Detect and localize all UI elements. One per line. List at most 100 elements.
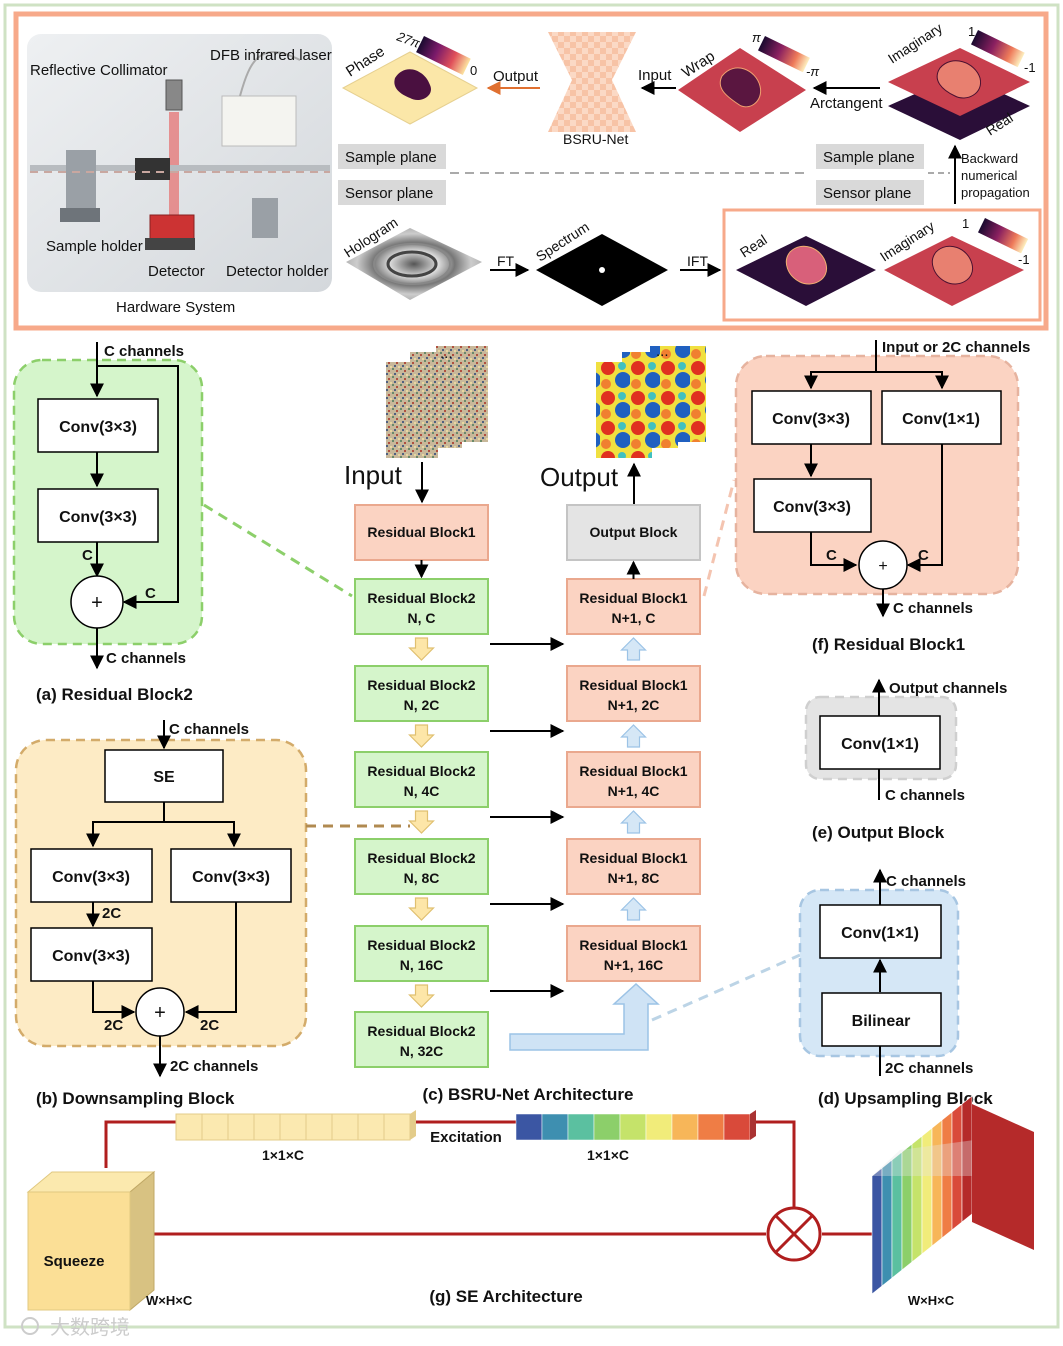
hologram-tile: [346, 228, 482, 300]
down-se-label: SE: [153, 769, 175, 786]
se-cube-slice-0: [871, 1167, 883, 1295]
rb2-conv2-label: Conv(3×3): [59, 509, 137, 526]
sample-plane-right-label: Sample plane: [823, 149, 915, 166]
se-squeeze-cell-1: [201, 1113, 229, 1141]
rb1-plus: +: [878, 558, 887, 575]
se-cube-slice-6: [931, 1119, 943, 1247]
se-squeeze-cell-7: [357, 1113, 385, 1141]
up-bilinear: [821, 992, 942, 1047]
outblk-conv-label: Conv(1×1): [841, 736, 919, 753]
decoder-block-2: [566, 665, 701, 722]
rb1-out-label: C channels: [893, 600, 973, 617]
decoder-block-4-channels: N+1, 8C: [608, 870, 660, 886]
se-excitation-label: Excitation: [430, 1129, 502, 1146]
watermark-logo-icon: [21, 1317, 39, 1335]
up-connector: [651, 953, 801, 1022]
scale-bot-min-label: -1: [1018, 252, 1030, 267]
encoder-block-3-title: Residual Block2: [367, 763, 475, 779]
bsru-output-label: Output: [540, 462, 619, 492]
down-conv-lower: [30, 927, 153, 982]
encoder-block-4-channels: N, 8C: [404, 870, 440, 886]
down-caption: (b) Downsampling Block: [36, 1089, 235, 1108]
rb1-conv3b: [753, 478, 872, 533]
bottom-colorbar: [977, 218, 1029, 254]
rb2-c-left: C: [82, 547, 93, 564]
sensor-plane-right-box: [816, 180, 924, 205]
se-squeeze-cell-2: [227, 1113, 255, 1141]
ft-label: FT: [497, 253, 515, 269]
encoder-block-0-title: Residual Block1: [367, 524, 475, 540]
bsru-net-icon: [548, 32, 636, 132]
backward-label-2: numerical: [961, 168, 1017, 183]
bsru-panel: ... Input ... Output Residual Block1Resi…: [344, 343, 706, 1104]
se-excitation-cell-1: [541, 1113, 569, 1141]
upsampling-panel: C channels Conv(1×1) Bilinear 2C channel…: [798, 868, 993, 1108]
decoder-block-1-channels: N+1, C: [612, 610, 656, 626]
backward-label-3: propagation: [961, 185, 1030, 200]
encoder-block-2-title: Residual Block2: [367, 677, 475, 693]
real-imag-box: [722, 208, 1042, 322]
down-mid-2c: 2C: [102, 905, 121, 922]
down-left-2c: 2C: [104, 1017, 123, 1034]
sample-plane-left-box: [338, 144, 446, 169]
rb1-c-left: C: [826, 547, 837, 564]
encoder-block-4-title: Residual Block2: [367, 850, 475, 866]
output-block-panel: Output channels Conv(1×1) C channels (e)…: [804, 678, 1007, 842]
pipeline-panel: Phase 27π 0 Output BSRU-Net Input Wrap π…: [338, 20, 1042, 322]
output-map-3: [650, 346, 706, 442]
rb1-conv1: [881, 390, 1002, 445]
up-out-label: C channels: [886, 873, 966, 890]
se-squeeze-cell-5: [305, 1113, 333, 1141]
output-label: Output: [493, 68, 539, 85]
sample-plane-right-box: [816, 144, 924, 169]
encoder-block-6-channels: N, 32C: [400, 1043, 444, 1059]
rb1-conv3a: [751, 390, 872, 445]
up-bilinear-label: Bilinear: [852, 1013, 911, 1030]
residual-block1-panel: Input or 2C channels Conv(3×3) Conv(1×1)…: [734, 339, 1030, 654]
rb1-conv3b-label: Conv(3×3): [773, 499, 851, 516]
downsample-arrow-4: [408, 897, 435, 921]
se-panel: Excitation 1×1×C 1×1×C Squeeze W×H×C W×H…: [26, 1095, 1034, 1312]
encoder-block-5-channels: N, 16C: [400, 957, 444, 973]
squeeze-cube: [27, 1191, 131, 1311]
se-excitation-cell-3: [593, 1113, 621, 1141]
rb2-conv1-label: Conv(3×3): [59, 419, 137, 436]
downsample-arrow-3: [408, 810, 435, 834]
upsample-arrow-4: [620, 810, 647, 834]
downsample-arrow-2: [408, 724, 435, 748]
decoder-block-5: [566, 925, 701, 982]
reflective-collimator-label: Reflective Collimator: [30, 62, 168, 79]
scale-top-max-label: 1: [968, 24, 975, 39]
down-conv-lower-label: Conv(3×3): [52, 948, 130, 965]
decoder-block-2-title: Residual Block1: [579, 677, 687, 693]
encoder-block-6-title: Residual Block2: [367, 1023, 475, 1039]
rb2-caption: (a) Residual Block2: [36, 685, 193, 704]
rb1-connector: [702, 479, 736, 597]
wrap-max-label: π: [752, 30, 761, 45]
encoder-block-2-channels: N, 2C: [404, 697, 440, 713]
down-out-label: 2C channels: [170, 1058, 258, 1075]
encoder-block-6: [354, 1011, 489, 1068]
encoder-block-1: [354, 578, 489, 635]
downsample-arrow-1: [408, 637, 435, 661]
se-whc-right-label: W×H×C: [908, 1293, 955, 1308]
up-conv-label: Conv(1×1): [841, 925, 919, 942]
decoder-block-5-title: Residual Block1: [579, 937, 687, 953]
se-squeeze-cell-8: [383, 1113, 411, 1141]
bottleneck-upsample-arrow: [509, 982, 660, 1051]
outblk-conv: [819, 715, 941, 770]
phase-min-label: 0: [470, 63, 477, 78]
se-squeeze-cell-6: [331, 1113, 359, 1141]
hardware-panel: Reflective Collimator DFB infrared laser…: [27, 34, 332, 316]
se-excitation-cell-2: [567, 1113, 595, 1141]
decoder-block-5-channels: N+1, 16C: [604, 957, 664, 973]
encoder-block-1-title: Residual Block2: [367, 590, 475, 606]
decoder-block-0-title: Output Block: [590, 524, 678, 540]
bsru-caption: (c) BSRU-Net Architecture: [423, 1085, 634, 1104]
rb2-connector: [203, 503, 353, 598]
upsample-arrow-2: [620, 637, 647, 661]
encoder-block-3-channels: N, 4C: [404, 783, 440, 799]
se-excitation-cell-5: [645, 1113, 673, 1141]
decoder-block-3: [566, 751, 701, 808]
outblk-out-label: Output channels: [889, 680, 1007, 697]
